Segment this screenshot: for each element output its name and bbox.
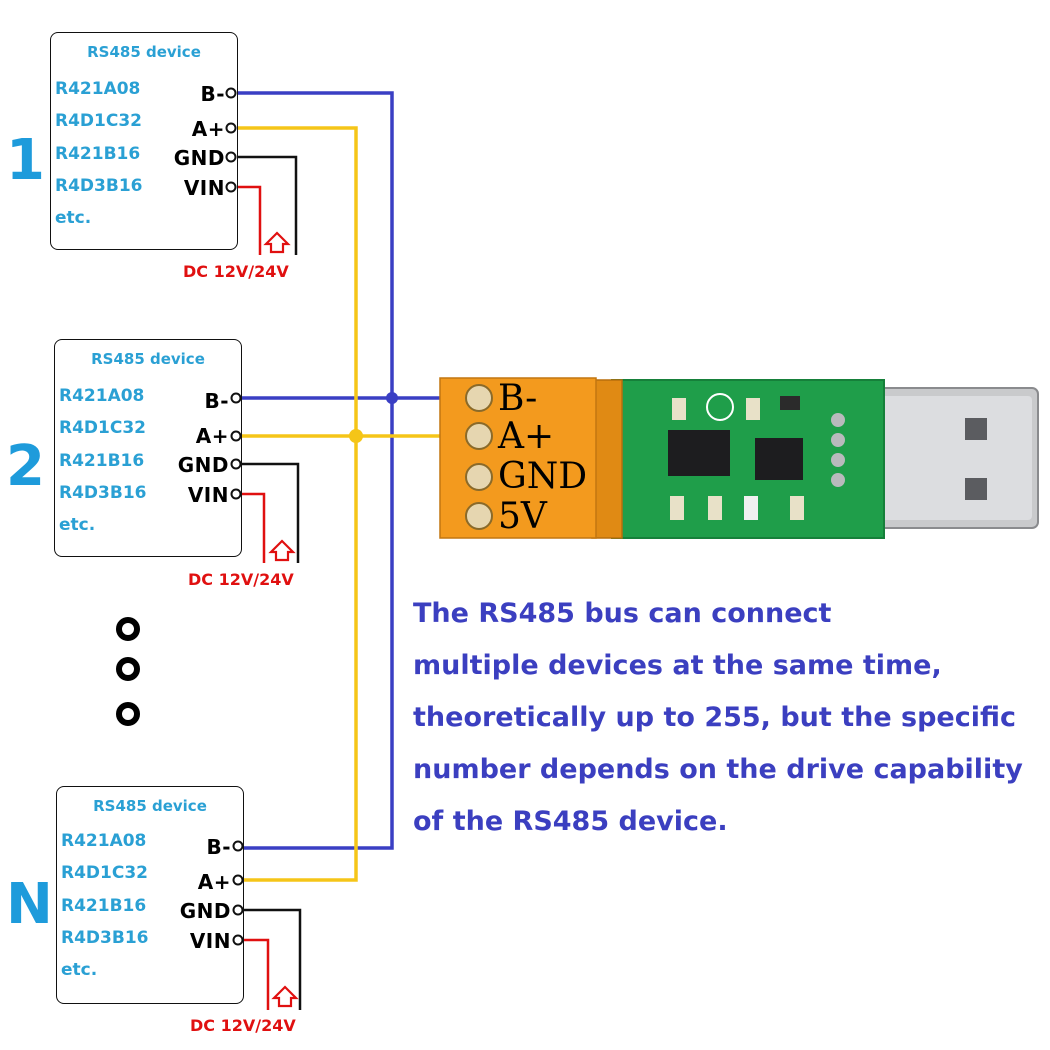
device-n-gnd-wire xyxy=(244,908,302,1010)
usb-hole-icon xyxy=(965,418,987,440)
pin-label-b: B- xyxy=(200,82,225,106)
usb-bridge-chip-icon xyxy=(755,438,803,480)
description-text: The RS485 bus can connect multiple devic… xyxy=(413,588,1043,848)
model-label: R4D3B16 xyxy=(59,483,147,503)
b-bus-junction-dot xyxy=(386,392,398,404)
device-2-gnd-wire xyxy=(240,462,300,563)
model-label: R4D3B16 xyxy=(55,176,143,196)
model-label: R421A08 xyxy=(55,79,141,99)
device-title: RS485 device xyxy=(91,350,205,368)
model-label: etc. xyxy=(59,515,96,535)
model-label: R421A08 xyxy=(59,386,145,406)
device-n-vin-wire xyxy=(244,938,270,1010)
description-line: of the RS485 device. xyxy=(413,806,728,837)
terminal-label-5v: 5V xyxy=(498,496,547,537)
device-box: RS485 device R421A08 R4D1C32 R421B16 R4D… xyxy=(56,786,244,1004)
pin-label-a: A+ xyxy=(191,117,225,141)
description-line: The RS485 bus can connect xyxy=(413,598,832,629)
logo-icon xyxy=(706,393,734,421)
device-box: RS485 device R421A08 R4D1C32 R421B16 R4D… xyxy=(54,339,242,557)
device-number: 2 xyxy=(6,434,45,499)
pin-label-b: B- xyxy=(206,835,231,859)
model-label: R421B16 xyxy=(61,896,147,916)
model-label: etc. xyxy=(55,208,92,228)
transceiver-chip-icon xyxy=(668,430,730,476)
a-bus-junction-dot xyxy=(349,429,363,443)
a-plus-bus-wire xyxy=(236,126,440,882)
power-label: DC 12V/24V xyxy=(190,1016,296,1035)
pin-label-vin: VIN xyxy=(187,483,229,507)
model-label: R421A08 xyxy=(61,831,147,851)
pin-label-a: A+ xyxy=(197,870,231,894)
pin-label-vin: VIN xyxy=(183,176,225,200)
screw-icon xyxy=(465,422,493,450)
ellipsis-icon xyxy=(116,617,140,726)
model-label: R4D1C32 xyxy=(55,111,142,131)
device-number: N xyxy=(6,872,53,937)
model-label: R4D3B16 xyxy=(61,928,149,948)
device-title: RS485 device xyxy=(87,43,201,61)
pin-label-gnd: GND xyxy=(179,899,231,923)
screw-icon xyxy=(465,463,493,491)
description-line: theoretically up to 255, but the specifi… xyxy=(413,702,1017,733)
power-label: DC 12V/24V xyxy=(183,262,289,281)
description-line: multiple devices at the same time, xyxy=(413,650,942,681)
pin-label-vin: VIN xyxy=(189,929,231,953)
device-1-gnd-wire xyxy=(236,155,298,255)
pin-label-gnd: GND xyxy=(173,146,225,170)
description-line: number depends on the drive capability xyxy=(413,754,1023,785)
model-label: R421B16 xyxy=(59,451,145,471)
terminal-label-gnd: GND xyxy=(498,456,588,497)
device-number: 1 xyxy=(6,128,45,193)
usb-hole-icon xyxy=(965,478,987,500)
device-box: RS485 device R421A08 R4D1C32 R421B16 R4D… xyxy=(50,32,238,250)
power-arrow-icon xyxy=(263,231,291,254)
power-label: DC 12V/24V xyxy=(188,570,294,589)
device-title: RS485 device xyxy=(93,797,207,815)
b-minus-bus-wire xyxy=(236,91,440,850)
terminal-block-side xyxy=(591,379,623,539)
model-label: etc. xyxy=(61,960,98,980)
pin-label-a: A+ xyxy=(195,424,229,448)
screw-icon xyxy=(465,384,493,412)
terminal-label-b: B- xyxy=(498,378,538,419)
pin-label-b: B- xyxy=(204,389,229,413)
power-arrow-icon xyxy=(268,539,296,562)
pin-label-gnd: GND xyxy=(177,453,229,477)
device-1-vin-wire xyxy=(236,185,262,255)
model-label: R421B16 xyxy=(55,144,141,164)
power-arrow-icon xyxy=(271,985,299,1008)
screw-icon xyxy=(465,502,493,530)
device-2-vin-wire xyxy=(240,492,266,563)
model-label: R4D1C32 xyxy=(59,418,146,438)
model-label: R4D1C32 xyxy=(61,863,148,883)
terminal-label-a: A+ xyxy=(498,416,555,457)
usb-rs485-converter xyxy=(439,377,1039,539)
